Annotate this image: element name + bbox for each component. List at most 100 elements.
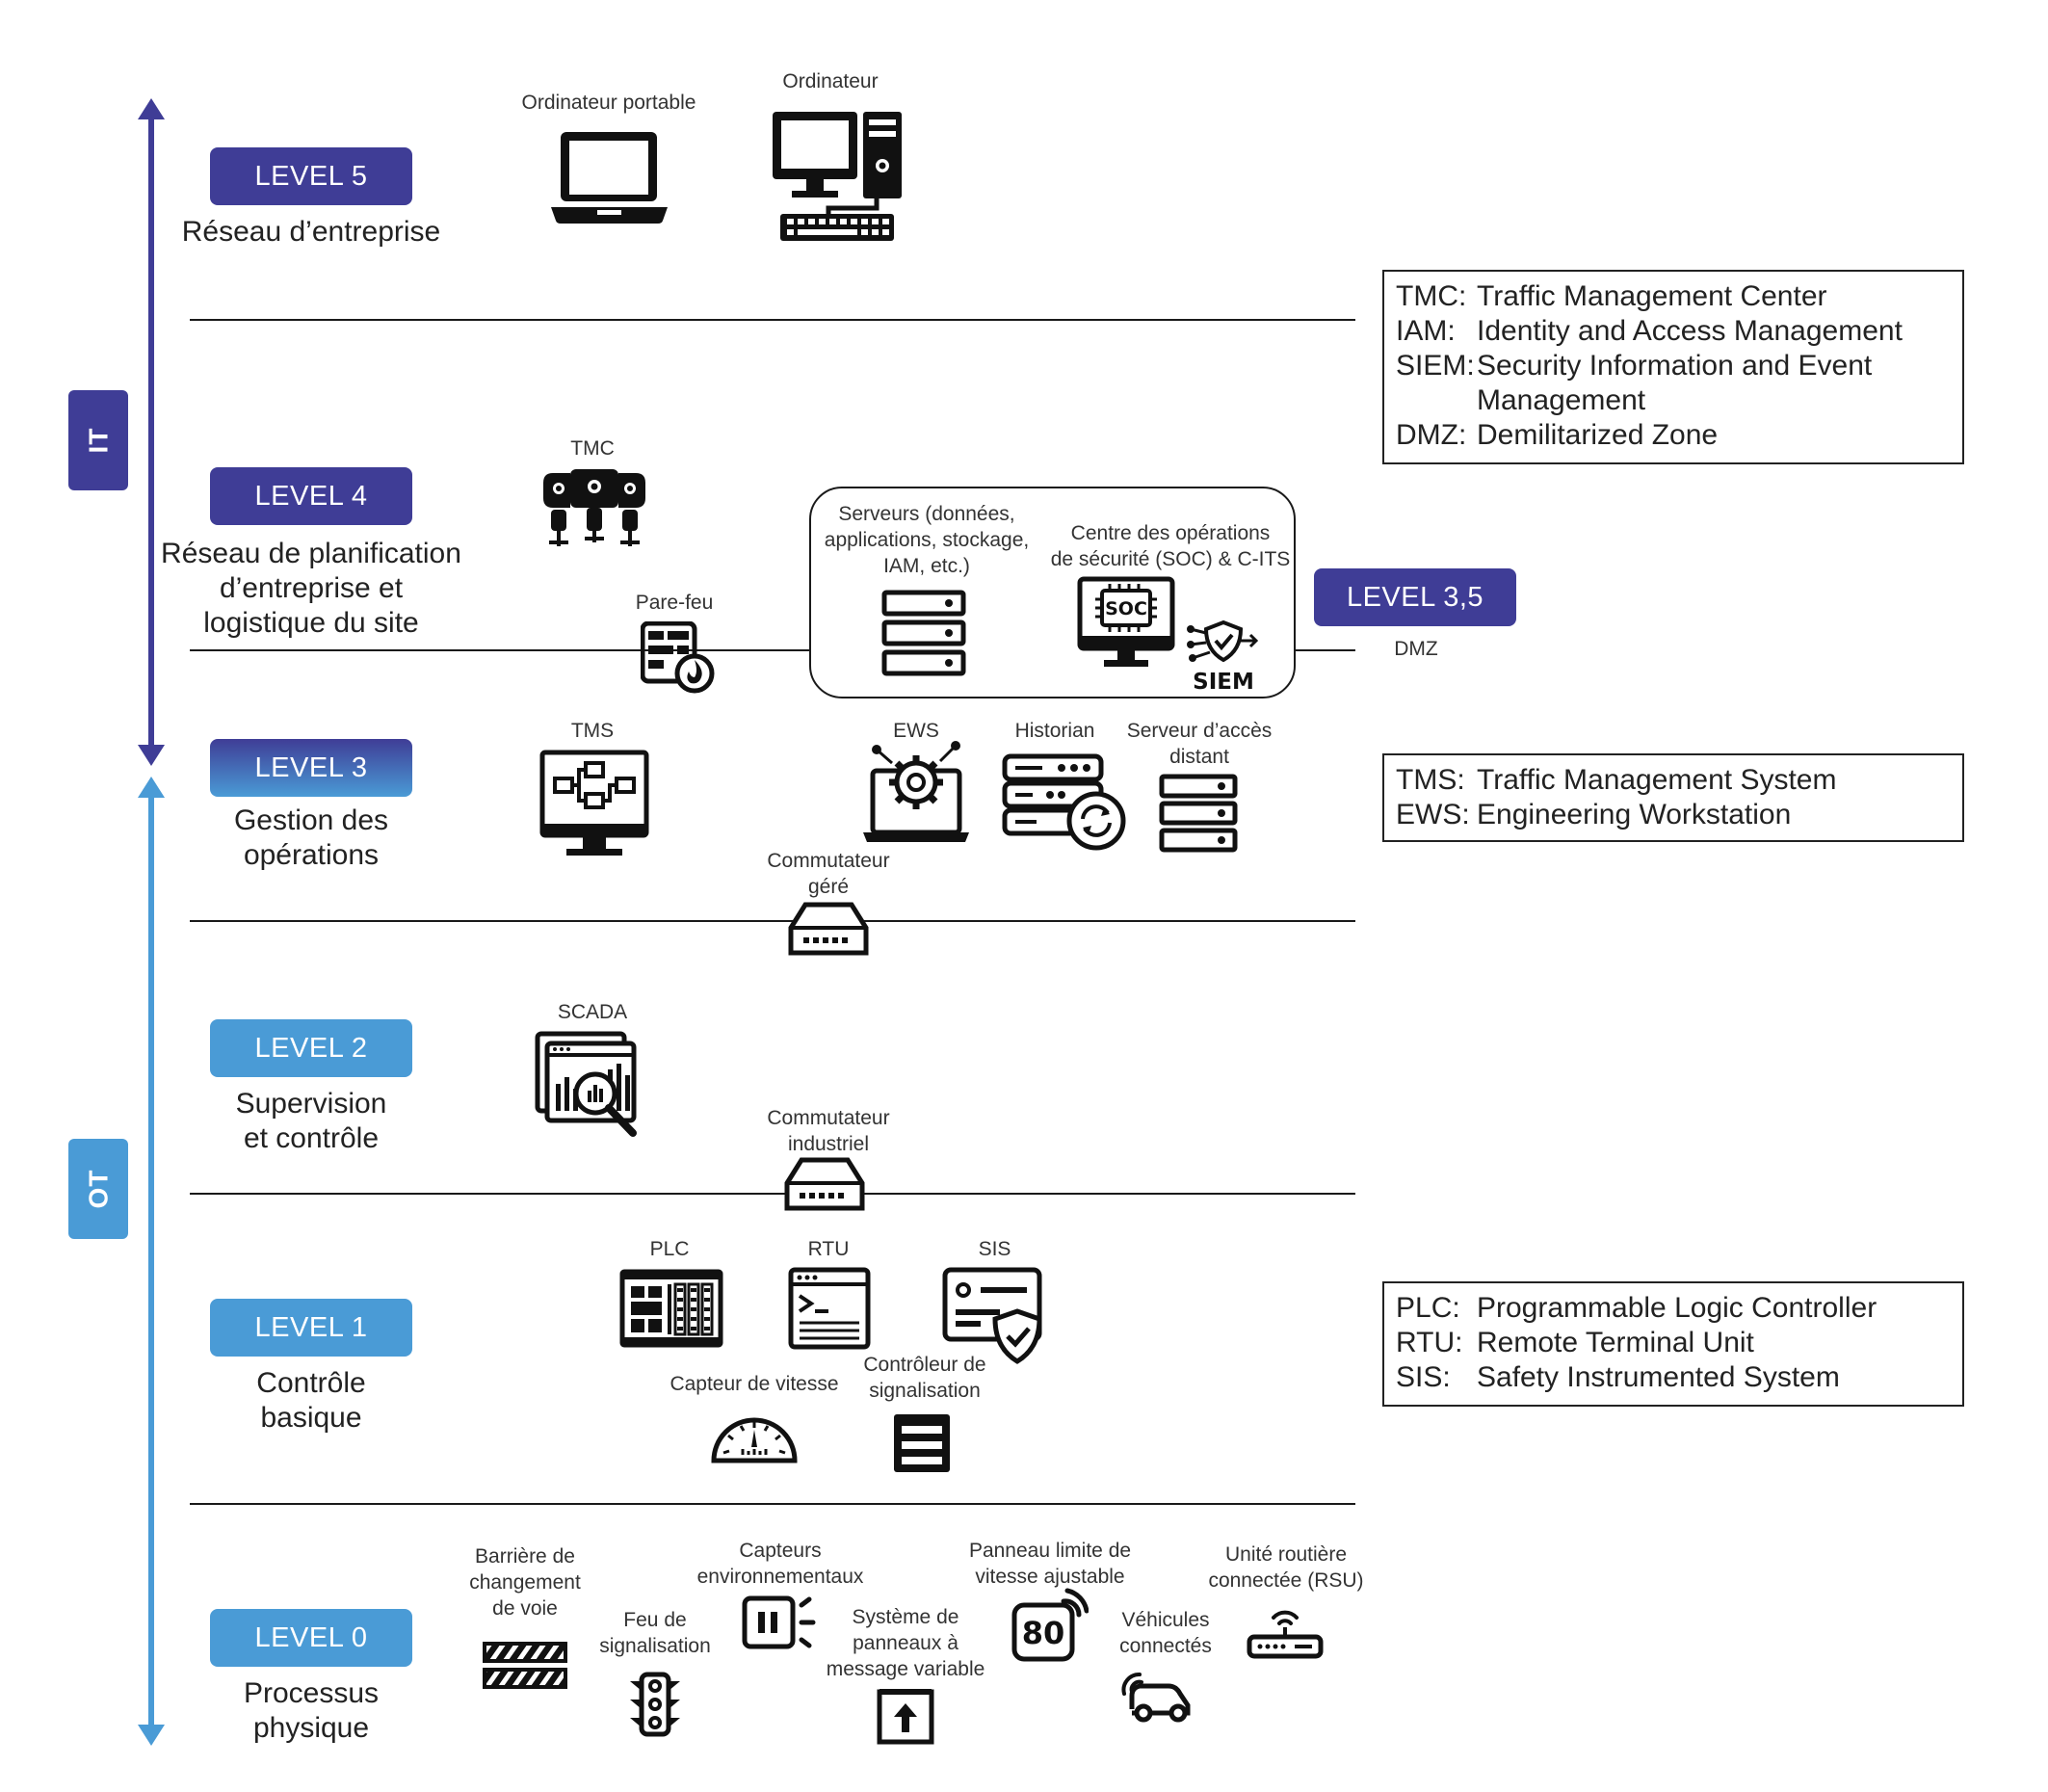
- servers-label-line: Serveurs (données,: [838, 503, 1015, 525]
- legend-text: Security Information and Event: [1477, 350, 1873, 382]
- level-1-badge: LEVEL 1: [210, 1299, 412, 1357]
- ews-laptop-gear-icon: [863, 741, 969, 842]
- env-sensors-label-line: environnementaux: [696, 1566, 864, 1588]
- speed-sign-label: Panneau limite de vitesse ajustable: [954, 1538, 1146, 1590]
- legend-abbr: RTU:: [1396, 1327, 1463, 1358]
- separator-level2-1: [190, 1193, 1355, 1195]
- level-0-badge: LEVEL 0: [210, 1609, 412, 1667]
- legend-text: Management: [1477, 384, 1646, 416]
- managed-switch-label-line: Commutateur: [767, 850, 890, 872]
- rsu-label: Unité routière connectée (RSU): [1195, 1542, 1378, 1594]
- rtu-terminal-icon: [788, 1267, 871, 1350]
- traffic-light-label-line: Feu de: [623, 1609, 687, 1631]
- rsu-label-line: connectée (RSU): [1208, 1569, 1364, 1592]
- vms-label-line: Système de: [852, 1606, 959, 1628]
- legend-abbr: IAM:: [1396, 315, 1456, 347]
- level-0-description: Processus physique: [144, 1676, 478, 1746]
- scada-analytics-icon: [535, 1031, 637, 1137]
- soc-monitor-icon: SOC: [1077, 576, 1175, 667]
- env-sensor-icon: [742, 1595, 816, 1649]
- level-0-desc-line: Processus: [243, 1677, 380, 1709]
- plc-controller-icon: [619, 1269, 723, 1348]
- signal-controller-label: Contrôleur de signalisation: [853, 1352, 997, 1404]
- soc-label: Centre des opérations de sécurité (SOC) …: [1050, 520, 1291, 572]
- traffic-light-icon: [630, 1672, 680, 1737]
- computer-label: Ordinateur: [782, 70, 879, 92]
- legend-row: PLC: Programmable Logic Controller: [1396, 1291, 1951, 1326]
- speed-sign-label-line: vitesse ajustable: [975, 1566, 1125, 1588]
- signal-controller-label-line: Contrôleur de: [863, 1354, 986, 1376]
- level-4-badge: LEVEL 4: [210, 467, 412, 525]
- signal-controller-label-line: signalisation: [869, 1380, 981, 1402]
- level-3-description: Gestion des opérations: [144, 804, 478, 873]
- legend-row: EWS:Engineering Workstation: [1396, 798, 1951, 832]
- siem-icon: SIEM: [1187, 619, 1259, 693]
- vms-label-line: panneaux à: [853, 1632, 958, 1654]
- env-sensors-label-line: Capteurs: [739, 1540, 822, 1562]
- level-4-desc-line: logistique du site: [203, 607, 419, 639]
- legend-level1-acronyms: PLC: Programmable Logic Controller RTU: Re…: [1382, 1281, 1964, 1407]
- level-1-desc-line: basique: [260, 1402, 362, 1434]
- separator-level1-0: [190, 1503, 1355, 1505]
- managed-switch-label: Commutateur géré: [756, 848, 901, 900]
- traffic-light-label: Feu de signalisation: [588, 1607, 722, 1659]
- legend-abbr: EWS:: [1396, 799, 1470, 830]
- separator-level5-4: [190, 319, 1355, 321]
- lane-barrier-label-line: changement: [469, 1571, 581, 1594]
- traffic-light-label-line: signalisation: [599, 1635, 711, 1657]
- servers-label-line: applications, stockage,: [824, 529, 1030, 551]
- remote-access-server-icon: [1159, 774, 1238, 853]
- legend-text: Programmable Logic Controller: [1477, 1292, 1877, 1324]
- industrial-switch-label-line: Commutateur: [767, 1107, 890, 1129]
- legend-row: SIS:Safety Instrumented System: [1396, 1360, 1951, 1395]
- connected-vehicles-label-line: connectés: [1119, 1635, 1212, 1657]
- managed-switch-icon: [788, 902, 869, 956]
- firewall-icon: [641, 621, 715, 694]
- legend-text: Remote Terminal Unit: [1477, 1327, 1754, 1358]
- legend-abbr: TMC:: [1396, 280, 1467, 312]
- remote-access-label-line: distant: [1169, 746, 1229, 768]
- legend-text: Traffic Management Center: [1477, 280, 1827, 312]
- dmz-label: DMZ: [1394, 638, 1438, 660]
- level-4-desc-line: Réseau de planification: [161, 538, 461, 569]
- level-35-badge: LEVEL 3,5: [1314, 568, 1516, 626]
- rsu-router-icon: [1247, 1610, 1324, 1659]
- ot-arrow: [138, 777, 165, 1746]
- lane-barrier-label-line: Barrière de: [475, 1545, 575, 1568]
- legend-abbr: TMS:: [1396, 764, 1465, 796]
- legend-abbr: PLC:: [1396, 1292, 1460, 1324]
- legend-abbr: SIEM:: [1396, 350, 1475, 382]
- legend-abbr: [1396, 383, 1477, 418]
- tmc-label: TMC: [570, 437, 615, 460]
- separator-level4-3: [190, 649, 1355, 651]
- sis-label: SIS: [978, 1238, 1011, 1260]
- legend-row: IAM:Identity and Access Management: [1396, 314, 1951, 349]
- lane-barrier-icon: [483, 1642, 567, 1689]
- it-tag-label: IT: [82, 427, 113, 454]
- level-4-desc-line: d’entreprise et: [219, 572, 404, 604]
- level-0-desc-line: physique: [252, 1712, 370, 1744]
- industrial-switch-label: Commutateur industriel: [756, 1105, 901, 1157]
- adjustable-speed-sign-icon: 80: [1011, 1588, 1089, 1662]
- level-4-description: Réseau de planification d’entreprise et …: [144, 537, 478, 641]
- tms-label: TMS: [570, 720, 615, 742]
- soc-label-line: Centre des opérations: [1070, 522, 1271, 544]
- siem-text: SIEM: [1193, 670, 1254, 693]
- legend-row: Management: [1396, 383, 1951, 418]
- level-2-desc-line: et contrôle: [243, 1122, 380, 1154]
- remote-access-label-line: Serveur d’accès: [1126, 720, 1273, 742]
- historian-label: Historian: [1014, 720, 1095, 742]
- legend-row: TMS:Traffic Management System: [1396, 763, 1951, 798]
- signal-controller-cabinet-icon: [894, 1414, 950, 1472]
- variable-message-sign-icon: [877, 1689, 934, 1745]
- level-5-desc-line: Réseau d’entreprise: [181, 216, 441, 248]
- speed-sensor-gauge-icon: [711, 1417, 798, 1463]
- level-3-desc-line: Gestion des: [233, 804, 389, 836]
- legend-text: Demilitarized Zone: [1477, 419, 1719, 451]
- dmz-connector-line: [1291, 649, 1355, 651]
- lane-barrier-label-line: de voie: [492, 1597, 558, 1620]
- connected-vehicles-label: Véhicules connectés: [1103, 1607, 1228, 1659]
- ot-tag: OT: [68, 1139, 128, 1239]
- legend-row: DMZ:Demilitarized Zone: [1396, 418, 1951, 453]
